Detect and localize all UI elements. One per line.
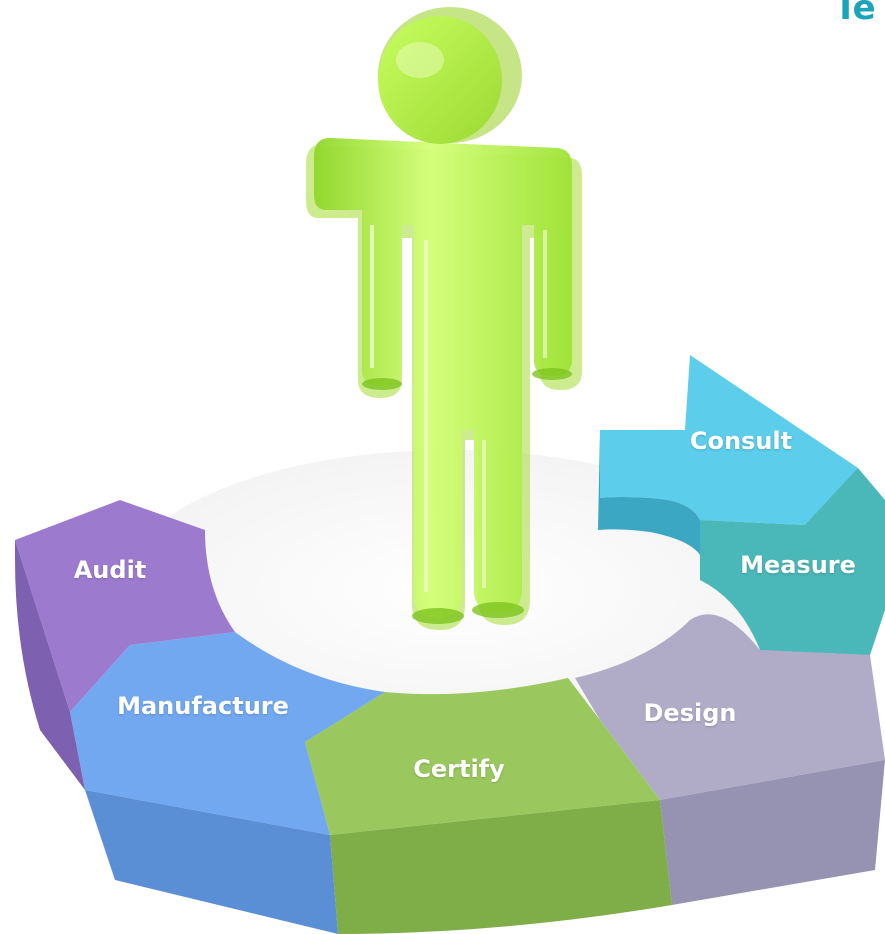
segment-manufacture <box>70 632 385 934</box>
label-measure: Measure <box>740 551 856 579</box>
label-consult: Consult <box>689 427 793 455</box>
segment-certify <box>305 678 672 934</box>
label-certify: Certify <box>413 755 505 783</box>
segment-audit <box>15 500 235 790</box>
label-design: Design <box>643 699 737 727</box>
label-manufacture: Manufacture <box>117 692 289 720</box>
person-head <box>378 16 502 144</box>
label-audit: Audit <box>73 556 147 584</box>
segment-design <box>575 614 885 905</box>
cropped-title: Te <box>834 0 876 28</box>
person-figure <box>306 7 582 630</box>
